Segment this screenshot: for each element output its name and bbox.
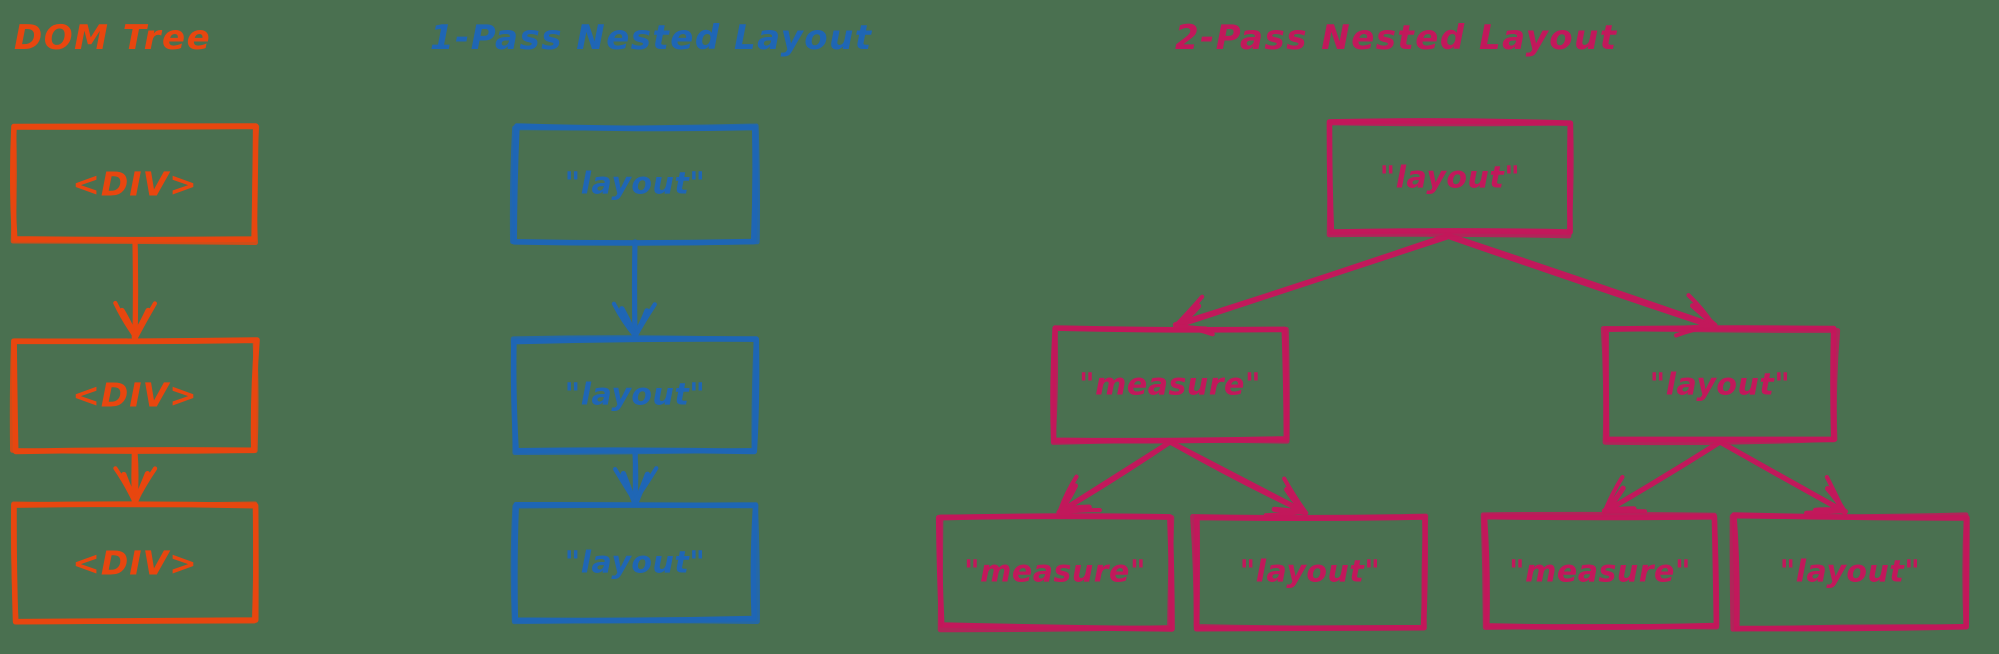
arrow-head [632, 302, 657, 340]
node-box-stroke [511, 123, 758, 246]
arrow-shaft [631, 239, 638, 339]
node-box-stroke [1193, 514, 1428, 632]
node-box-stroke [1050, 325, 1290, 445]
arrow-head [1173, 294, 1205, 328]
node-box-outline [1729, 512, 1970, 632]
node-box-outline [1480, 511, 1720, 631]
arrow-shaft [632, 450, 638, 505]
arrow-head [133, 301, 157, 340]
arrow-head [1282, 476, 1308, 515]
node-box-outline [1600, 325, 1841, 446]
arrow-head [132, 466, 158, 505]
section-title-one-pass-nested-layout: 1-Pass Nested Layout [430, 18, 873, 58]
arrow-shaft [1169, 440, 1309, 516]
node-box-stroke [512, 501, 759, 624]
arrow-head [1057, 507, 1102, 515]
arrow-head [113, 300, 138, 339]
node-box-stroke [510, 336, 760, 455]
node-box-stroke [1729, 512, 1969, 632]
node-box-stroke [510, 502, 760, 625]
node-box-outline [10, 501, 259, 625]
node-box-stroke [1603, 325, 1837, 443]
arrow-head [632, 466, 659, 504]
node-box-stroke [10, 124, 260, 246]
node-box-outline [510, 501, 760, 625]
arrow-shaft [1602, 439, 1722, 514]
node-box-outline [1190, 513, 1429, 632]
node-box-stroke [1481, 513, 1720, 631]
node-box-stroke [1326, 120, 1574, 239]
node-box-outline [1326, 118, 1574, 239]
node-box-stroke [935, 513, 1175, 632]
node-box-stroke [937, 514, 1175, 633]
arrow-head [613, 467, 638, 504]
node-box-outline [510, 335, 760, 456]
node-box-stroke [1190, 513, 1429, 631]
node-box-stroke [10, 501, 258, 625]
arrow-shaft [1718, 439, 1848, 515]
node-box-outline [1050, 325, 1290, 445]
arrow-head [1824, 475, 1846, 514]
arrow-shaft [133, 241, 139, 341]
node-box-outline [509, 123, 760, 246]
node-box-stroke [1326, 118, 1574, 235]
node-box-outline [935, 513, 1175, 633]
node-box-stroke [510, 335, 759, 456]
arrow-head [1804, 508, 1847, 515]
node-box-stroke [509, 123, 760, 246]
node-box-stroke [11, 337, 260, 455]
arrow-shaft [1056, 440, 1171, 515]
node-box-stroke [1050, 325, 1290, 444]
arrow-head [1686, 293, 1716, 328]
node-box-outline [10, 123, 260, 246]
node-box-stroke [9, 338, 259, 454]
node-box-outline [9, 337, 260, 455]
node-box-stroke [1480, 511, 1720, 630]
node-box-stroke [11, 501, 259, 625]
node-box-stroke [1600, 326, 1841, 446]
section-title-dom-tree: DOM Tree [14, 18, 212, 58]
node-box-stroke [10, 123, 259, 243]
section-title-two-pass-nested-layout: 2-Pass Nested Layout [1175, 18, 1618, 58]
arrow-shaft [1448, 235, 1717, 330]
node-box-stroke [1731, 512, 1970, 632]
arrow-shaft [1172, 232, 1452, 327]
